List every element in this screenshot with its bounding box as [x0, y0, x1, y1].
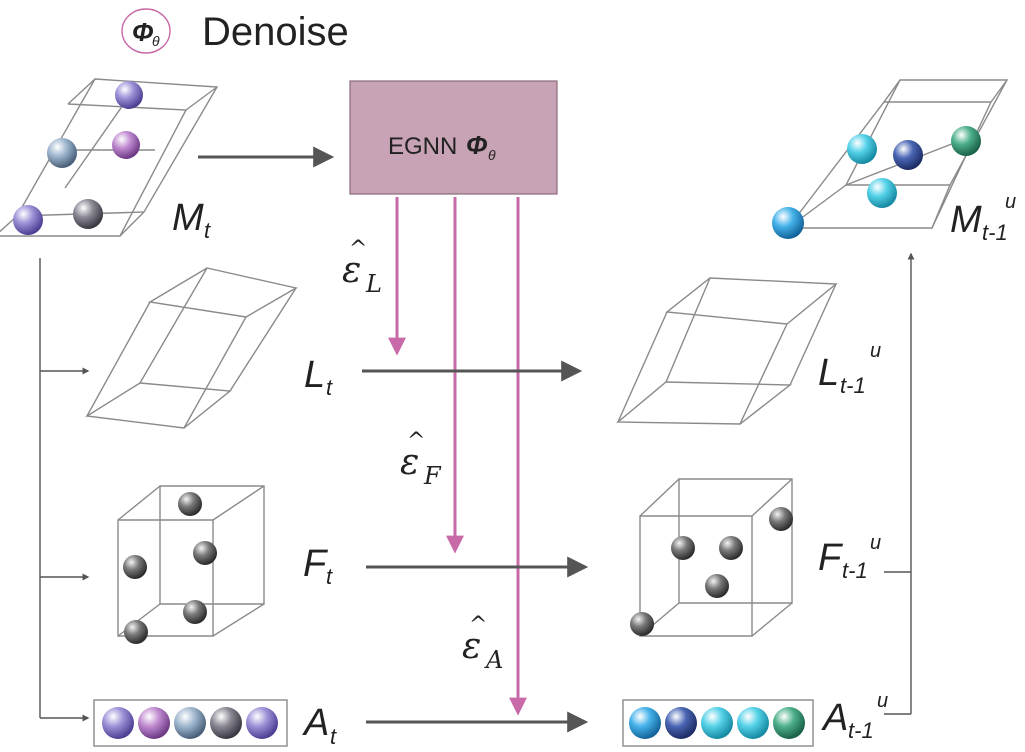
- label-f-out-sup: u: [870, 532, 881, 554]
- egnn-phi-subscript: θ: [488, 147, 496, 163]
- label-f-t1-u: F t-1 u: [818, 532, 881, 583]
- input-coords-f: [117, 485, 265, 644]
- atom-slate: [210, 707, 242, 739]
- atom-blue: [772, 207, 804, 239]
- noise-label-l-base: ε: [342, 250, 361, 291]
- atom-purple: [13, 205, 43, 235]
- phi-theta-badge: [121, 8, 171, 54]
- label-f-out-base: F: [818, 537, 843, 579]
- atom-gray: [719, 536, 743, 560]
- noise-label-a-hat: ^: [469, 613, 487, 638]
- output-atom-types-a: [622, 699, 814, 747]
- header-title: Denoise: [202, 10, 349, 54]
- header-phi-symbol: Φ: [132, 17, 153, 47]
- noise-label-a-sub: A: [484, 646, 503, 674]
- label-l-t: L t: [304, 354, 333, 400]
- input-crystal-m: [0, 78, 219, 237]
- noise-label-f-base: ε: [400, 442, 419, 483]
- label-m-t-sub: t: [204, 218, 211, 243]
- atom-cyan: [867, 178, 897, 208]
- header-phi-subscript: θ: [152, 33, 160, 49]
- atom-green: [773, 707, 805, 739]
- output-coords-f: [630, 478, 793, 637]
- noise-label-f-sub: F: [423, 462, 442, 490]
- atom-cyan: [847, 134, 877, 164]
- noise-label-l-hat: ^: [349, 237, 367, 262]
- atom-gray: [630, 612, 654, 636]
- label-l-out-base: L: [818, 352, 839, 394]
- noise-label-l-sub: L: [365, 270, 382, 298]
- label-m-t: M t: [172, 197, 211, 243]
- label-a-t1-u: A t-1 u: [821, 690, 888, 743]
- label-a-out-base: A: [821, 697, 848, 739]
- egnn-phi-symbol: Φ: [466, 130, 487, 160]
- atom-steel: [174, 707, 206, 739]
- atom-gray: [705, 574, 729, 598]
- atom-gray: [193, 541, 217, 565]
- noise-label-a: ε ^ A: [462, 613, 503, 674]
- atom-magenta: [138, 707, 170, 739]
- label-l-t1-u: L t-1 u: [818, 340, 881, 398]
- input-atom-types-a: [93, 699, 288, 747]
- label-a-out-sup: u: [877, 690, 888, 712]
- header: Φ θ Denoise: [121, 8, 349, 54]
- label-f-out-sub: t-1: [842, 558, 868, 583]
- label-a-out-sub: t-1: [848, 718, 874, 743]
- output-merge-lines: [884, 252, 915, 715]
- atom-purple: [102, 707, 134, 739]
- label-f-t-base: F: [303, 543, 328, 585]
- egnn-name: EGNN: [388, 133, 457, 160]
- atom-gray: [178, 492, 202, 516]
- label-m-t-base: M: [172, 197, 204, 239]
- atom-gray: [123, 555, 147, 579]
- egnn-box: EGNN Φ θ: [349, 80, 558, 195]
- output-lattice-l: [616, 277, 838, 425]
- label-m-t1-u: M t-1 u: [950, 191, 1016, 245]
- atom-green: [951, 126, 981, 156]
- label-l-t-base: L: [304, 354, 325, 396]
- noise-label-l: ε ^ L: [342, 237, 382, 298]
- label-l-t-sub: t: [326, 375, 333, 400]
- label-l-out-sub: t-1: [840, 373, 866, 398]
- output-crystal-m: [772, 79, 1009, 239]
- atom-cyan: [737, 707, 769, 739]
- atom-gray: [183, 600, 207, 624]
- input-lattice-l: [84, 267, 298, 429]
- atom-blue: [629, 707, 661, 739]
- label-a-t-sub: t: [330, 724, 337, 749]
- atom-cyan: [701, 707, 733, 739]
- atom-gray: [671, 536, 695, 560]
- atom-navy: [893, 140, 923, 170]
- noise-label-a-base: ε: [462, 626, 481, 667]
- atom-purple: [115, 81, 143, 109]
- atom-gray: [124, 620, 148, 644]
- label-a-t-base: A: [302, 702, 329, 744]
- label-f-t-sub: t: [326, 564, 333, 589]
- atom-purple: [246, 707, 278, 739]
- atom-magenta: [112, 131, 140, 159]
- atom-navy: [665, 707, 697, 739]
- label-a-t: A t: [302, 702, 337, 749]
- label-m-out-base: M: [950, 199, 982, 241]
- label-m-out-sup: u: [1005, 191, 1016, 213]
- atom-slate: [73, 199, 103, 229]
- input-branch-lines: [39, 258, 90, 722]
- label-f-t: F t: [303, 543, 333, 589]
- atom-steel: [47, 138, 77, 168]
- label-m-out-sub: t-1: [982, 220, 1008, 245]
- label-l-out-sup: u: [870, 340, 881, 362]
- atom-gray: [769, 507, 793, 531]
- noise-label-f-hat: ^: [407, 429, 425, 454]
- noise-label-f: ε ^ F: [400, 429, 442, 490]
